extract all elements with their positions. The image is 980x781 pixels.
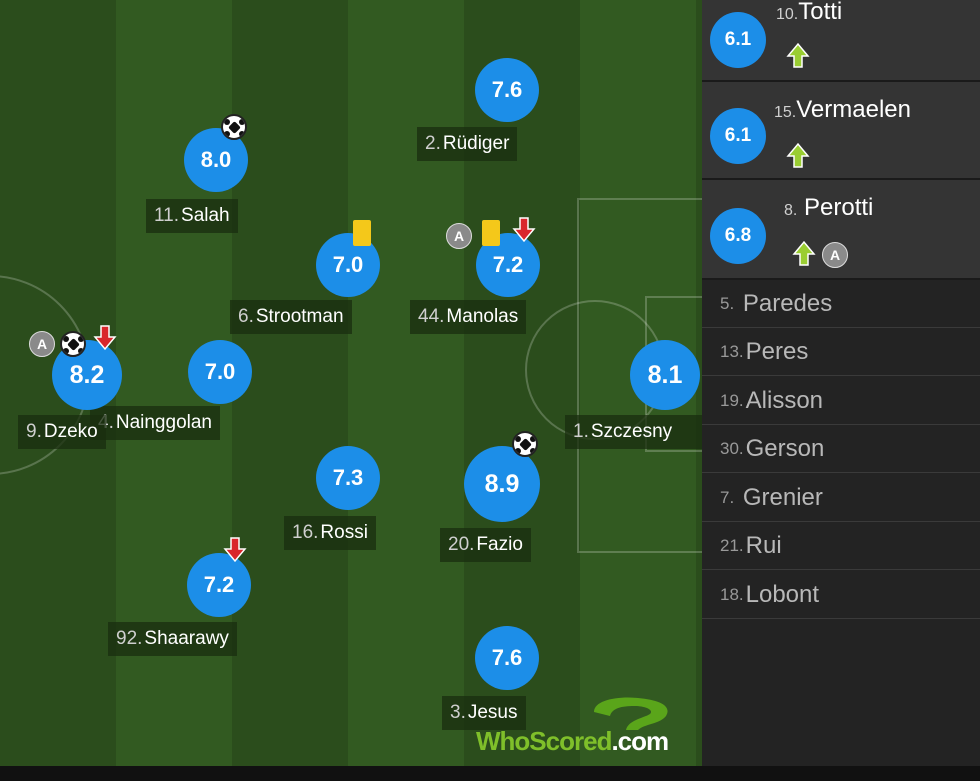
player-name-box: 4. Nainggolan [90,406,220,440]
player-name: Alisson [745,386,824,414]
substitute-totti[interactable]: 6.1 10.Totti [702,0,980,82]
player-name-box: 44. Manolas [410,300,527,334]
bottom-strip [0,766,980,781]
sub-on-arrow-icon [786,42,810,68]
substitute-name: 10.Totti [776,0,843,25]
substitute-name: 8. Perotti [784,194,874,221]
player-number: 16. [292,522,319,543]
substitutes-panel: 6.1 10.Totti 6.1 15.Vermaelen 6.8 8. Per… [702,0,980,766]
bench-player[interactable]: 5. Paredes [702,280,980,328]
substitute-vermaelen[interactable]: 6.1 15.Vermaelen [702,82,980,180]
yellow-card-icon [353,220,371,246]
player-name: Paredes [742,289,833,317]
player-number: 20. [448,534,475,555]
player-number: 1. [573,421,589,442]
player-number: 44. [418,306,445,327]
player-number: 19. [720,390,744,410]
substitute-name: 15.Vermaelen [774,96,911,123]
football-icon [60,331,86,357]
player-name: Manolas [446,306,519,327]
player-name: Shaarawy [144,628,229,649]
player-name: Lobont [745,580,820,608]
player-name: Grenier [742,483,823,511]
bench-player[interactable]: 18.Lobont [702,571,980,619]
player-name-box: 92. Shaarawy [108,622,237,656]
sub-off-arrow-icon [512,217,536,243]
player-number: 21. [720,535,744,555]
player-number: 5. [720,293,735,313]
player-name: Peres [745,337,809,365]
yellow-card-icon [482,220,500,246]
football-icon [512,431,538,457]
bench-player[interactable]: 30.Gerson [702,425,980,473]
rating-badge: 8.1 [630,340,700,410]
player-number: 2. [425,133,441,154]
player-number: 7. [720,487,735,507]
player-name-box: 20. Fazio [440,528,531,562]
rating-badge: 6.1 [710,108,766,164]
rating-badge: 6.1 [710,12,766,68]
pitch: 7.6 2. Rüdiger 8.0 11. Salah 7.0 6. Stro… [0,0,702,766]
player-name: Fazio [476,534,523,555]
player-name: Rui [745,531,782,559]
assist-icon: A [822,242,848,268]
rating-badge: 7.6 [475,58,539,122]
player-number: 30. [720,438,744,458]
rating-badge: 7.2 [187,553,251,617]
logo-dotcom: .com [611,726,669,756]
player-number: 3. [450,702,466,723]
football-icon [221,114,247,140]
player-name-box: 2. Rüdiger [417,127,518,161]
rating-badge: 7.2 [476,233,540,297]
player-name: Szczesny [590,421,673,442]
player-number: 8. [784,202,798,219]
logo-text: WhoScored.com [476,726,669,757]
player-name: Jesus [467,702,518,723]
penalty-box [577,198,702,553]
sub-off-arrow-icon [223,537,247,563]
rating-badge: 8.9 [464,446,540,522]
sub-off-arrow-icon [93,325,117,351]
rating-badge: 7.3 [316,446,380,510]
player-number: 18. [720,584,744,604]
player-name: Strootman [255,306,344,327]
rating-badge: 7.6 [475,626,539,690]
player-name-box: 3. Jesus [442,696,526,730]
player-name: Rüdiger [442,133,510,154]
rating-badge: 6.8 [710,208,766,264]
player-name: Dzeko [43,421,98,442]
player-name: Salah [181,205,230,226]
bench-player[interactable]: 19.Alisson [702,377,980,425]
player-number: 11. [154,205,180,226]
assist-icon: A [29,331,55,357]
player-number: 9. [26,421,42,442]
player-name: Gerson [745,434,825,462]
bench-player[interactable]: 21.Rui [702,522,980,570]
logo-whoscored: WhoScored [476,726,612,756]
player-name: Nainggolan [115,412,212,433]
player-name-box: 9. Dzeko [18,415,106,449]
rating-badge: 7.0 [188,340,252,404]
player-number: 6. [238,306,254,327]
player-name-box: 6. Strootman [230,300,352,334]
player-name-box: 1. Szczesny [565,415,702,449]
logo-question-mark-icon [594,697,668,730]
substitute-perotti[interactable]: 6.8 8. Perotti A [702,180,980,280]
sub-on-arrow-icon [792,240,816,266]
player-number: 92. [116,628,143,649]
bench-player[interactable]: 7. Grenier [702,474,980,522]
sub-on-arrow-icon [786,142,810,168]
player-name-box: 16. Rossi [284,516,376,550]
player-name: Rossi [320,522,368,543]
player-number: 10. [776,6,799,23]
player-number: 15. [774,104,797,121]
assist-icon: A [446,223,472,249]
player-name-box: 11. Salah [146,199,238,233]
bench-player[interactable]: 13.Peres [702,328,980,376]
player-number: 13. [720,341,744,361]
